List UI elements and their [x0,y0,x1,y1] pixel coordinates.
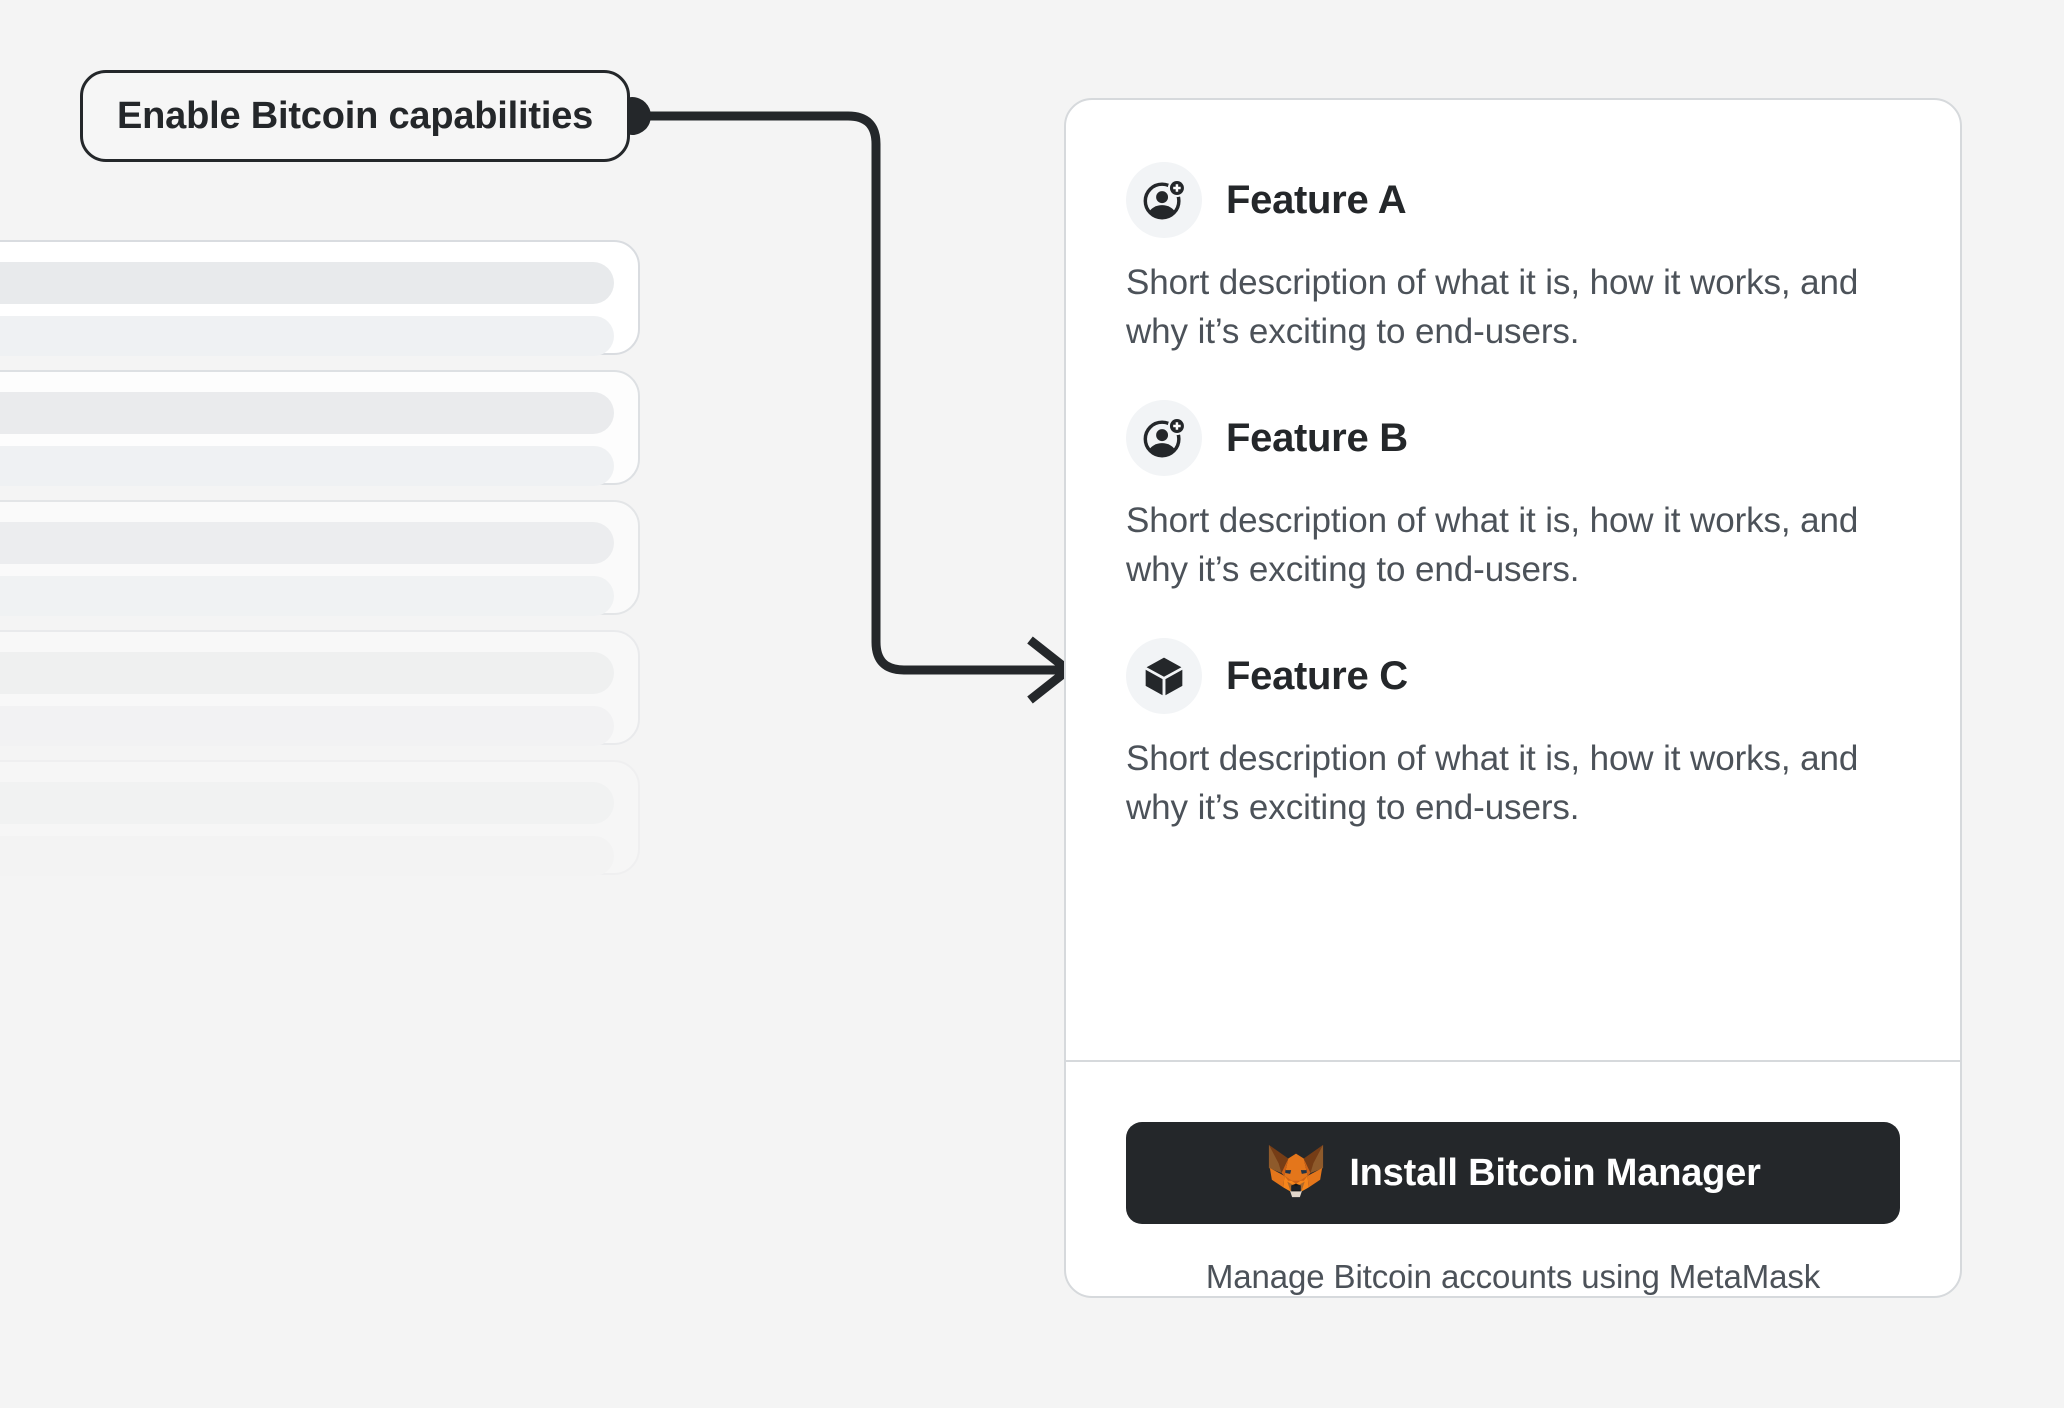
install-button-label: Install Bitcoin Manager [1349,1151,1761,1194]
skeleton-bar [0,836,614,876]
feature-block: Feature B Short description of what it i… [1126,400,1900,594]
skeleton-bar [0,706,614,746]
callout-label: Enable Bitcoin capabilities [80,70,631,162]
feature-list: Feature A Short description of what it i… [1066,100,1960,1004]
feature-title: Feature C [1226,653,1408,698]
user-add-icon [1126,162,1202,238]
feature-block: Feature A Short description of what it i… [1126,162,1900,356]
feature-description: Short description of what it is, how it … [1126,739,1859,827]
divider [1066,1060,1960,1062]
feature-header: Feature B [1126,400,1900,476]
feature-header: Feature C [1126,638,1900,714]
feature-block: Feature C Short description of what it i… [1126,638,1900,832]
feature-title: Feature B [1226,415,1408,460]
connector-line [632,111,1062,675]
feature-description: Short description of what it is, how it … [1126,501,1859,589]
skeleton-bar [0,316,614,356]
skeleton-bar [0,652,614,694]
card-footer: Install Bitcoin Manager Manage Bitcoin a… [1066,1062,1960,1296]
arrow-head-icon [1027,636,1076,704]
list-item [0,370,640,486]
list-item [0,500,640,616]
skeleton-bar [0,262,614,304]
callout-label-text: Enable Bitcoin capabilities [117,94,594,137]
placeholder-account-list [0,240,640,890]
user-add-icon [1126,400,1202,476]
skeleton-bar [0,392,614,434]
feature-title: Feature A [1226,177,1407,222]
feature-header: Feature A [1126,162,1900,238]
metamask-fox-icon [1265,1143,1327,1204]
list-item [0,240,640,356]
footer-note: Manage Bitcoin accounts using MetaMask [1205,1258,1821,1295]
skeleton-bar [0,782,614,824]
list-item [0,630,640,746]
feature-description: Short description of what it is, how it … [1126,263,1859,351]
skeleton-bar [0,576,614,616]
install-bitcoin-manager-button[interactable]: Install Bitcoin Manager [1126,1122,1900,1224]
skeleton-bar [0,522,614,564]
list-item [0,760,640,876]
cube-icon [1126,638,1202,714]
skeleton-bar [0,446,614,486]
feature-card: Feature A Short description of what it i… [1064,98,1962,1298]
